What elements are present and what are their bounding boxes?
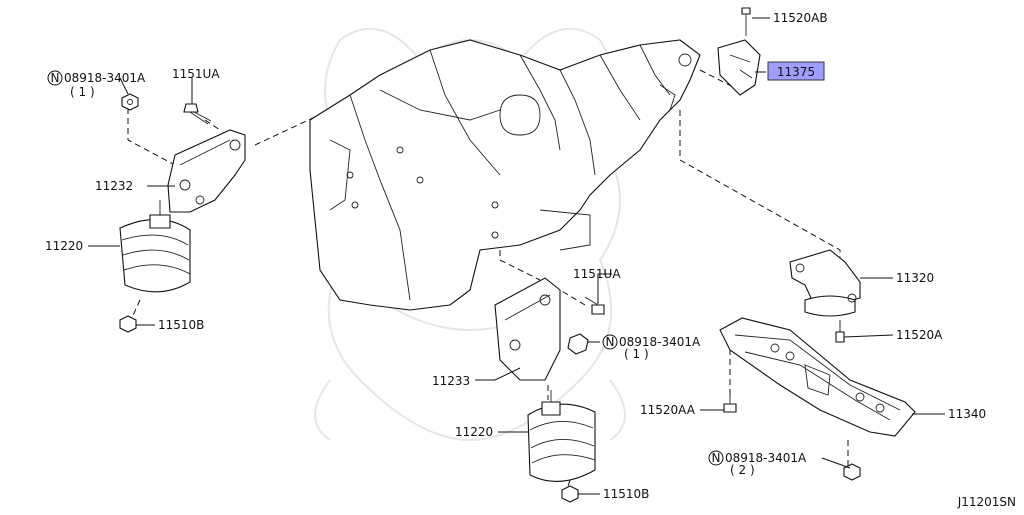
callout-08918-top: N 08918-3401A ( 1 ) [47, 70, 146, 99]
label-1151UA-mid: 1151UA [573, 267, 621, 281]
label-11520AB: 11520AB [773, 11, 828, 25]
nut-08918-bot [843, 463, 861, 481]
label-08918-bot-qty: ( 2 ) [730, 463, 755, 477]
nut-11510B-mid [561, 485, 579, 503]
label-11510B-mid: 11510B [603, 487, 649, 501]
bolt-1151UA-mid [584, 296, 605, 315]
highlight-box [767, 61, 825, 81]
crossmember-11340 [719, 317, 916, 437]
label-11220-mid: 11220 [455, 425, 493, 439]
label-11220-left: 11220 [45, 239, 83, 253]
n-symbol-icon [602, 334, 618, 350]
callout-08918-bot: N 08918-3401A ( 2 ) [708, 450, 807, 477]
label-08918-bot: 08918-3401A [725, 451, 807, 465]
label-leaders [88, 17, 945, 495]
n-symbol-text: N [51, 71, 60, 85]
nut-08918-top [121, 93, 139, 111]
bolt-11520AB [741, 7, 751, 36]
nut-08918-mid [567, 333, 589, 355]
bolt-11520A [835, 320, 845, 343]
label-11340: 11340 [948, 407, 986, 421]
label-11520A: 11520A [896, 328, 943, 342]
engine-mount-11220-mid [527, 390, 596, 482]
label-11510B-left: 11510B [158, 318, 204, 332]
label-08918-mid: 08918-3401A [619, 335, 701, 349]
label-1151UA-top: 1151UA [172, 67, 220, 81]
label-11520AA: 11520AA [640, 403, 696, 417]
transmission-mount-11320 [789, 249, 861, 317]
label-11375: 11375 [777, 65, 815, 79]
label-08918-top-qty: ( 1 ) [70, 85, 95, 99]
n-symbol-icon [47, 70, 63, 86]
label-11320: 11320 [896, 271, 934, 285]
nut-11510B-left [119, 315, 137, 333]
callout-08918-mid: N 08918-3401A ( 1 ) [602, 334, 701, 361]
bolt-1151UA-top [183, 103, 212, 125]
label-11233: 11233 [432, 374, 470, 388]
engine-transmission-assembly [309, 39, 701, 311]
bolt-11520AA [723, 395, 737, 413]
n-symbol-icon [708, 450, 724, 466]
diagram-code: J11201SN [957, 495, 1016, 509]
callout-11375-highlighted: 11375 [767, 61, 825, 81]
label-11232: 11232 [95, 179, 133, 193]
n-symbol-text: N [712, 451, 721, 465]
engine-mount-11220-left [119, 200, 191, 293]
label-08918-mid-qty: ( 1 ) [624, 347, 649, 361]
bracket-11375 [717, 39, 761, 96]
n-symbol-text: N [606, 335, 615, 349]
bracket-11233 [494, 277, 561, 381]
bracket-11232 [167, 129, 246, 213]
label-08918-top: 08918-3401A [64, 71, 146, 85]
